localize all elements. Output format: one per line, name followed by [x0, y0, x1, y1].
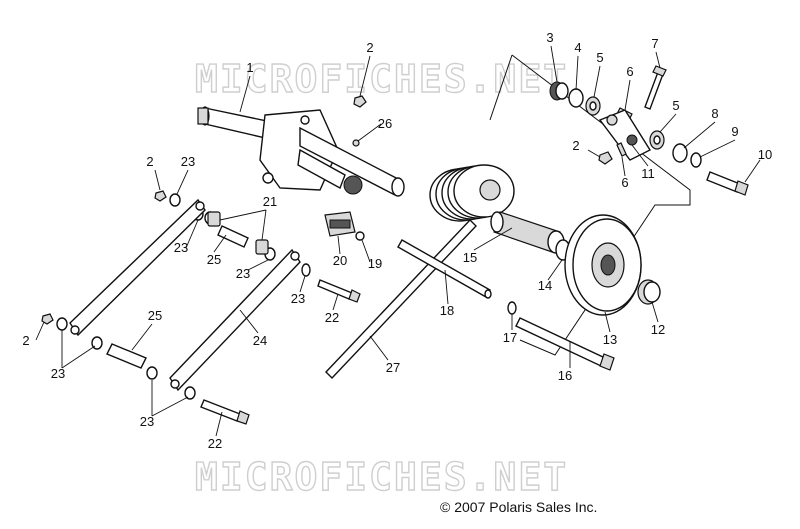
bushing-part-12	[637, 279, 661, 305]
callout-c2a: 2	[366, 40, 373, 55]
bearing-part-5-right	[649, 130, 665, 150]
callout-c8: 8	[711, 106, 718, 121]
callout-c11: 11	[641, 166, 655, 181]
callout-c7: 7	[651, 36, 658, 51]
nut-part-26	[352, 139, 360, 147]
bearing-part-5-top	[585, 96, 601, 116]
callout-c5a: 5	[596, 50, 603, 65]
watermark-bottom: MICROFICHES.NET	[195, 455, 568, 499]
spacer-part-25-upper	[217, 225, 249, 248]
axle-tube-part-1	[197, 106, 405, 197]
callout-c6b: 6	[621, 175, 628, 190]
callout-c2b: 2	[146, 154, 153, 169]
nut-part-2-right	[598, 151, 613, 165]
callout-c21: 21	[263, 194, 277, 209]
callout-c10: 10	[758, 147, 772, 162]
callout-c23f: 23	[140, 414, 154, 429]
callout-c23c: 23	[236, 266, 250, 281]
bolt-part-16	[515, 317, 615, 371]
bolt-part-7	[644, 65, 667, 110]
oring-part-19	[355, 231, 365, 241]
callout-c23e: 23	[51, 366, 65, 381]
callout-c3: 3	[546, 30, 553, 45]
block-part-20	[324, 211, 356, 237]
callout-c23d: 23	[291, 291, 305, 306]
spacer-part-25-lower	[106, 343, 147, 369]
torsion-spring	[429, 164, 515, 222]
callout-c18: 18	[440, 303, 454, 318]
spacer-tube-part-15	[490, 211, 565, 254]
washer-part-8	[672, 143, 688, 163]
callout-c12: 12	[651, 322, 665, 337]
idler-wheel-part-13	[564, 214, 642, 316]
nut-part-2-left	[154, 190, 167, 202]
bolt-part-10	[706, 171, 749, 196]
leader-lines	[35, 45, 761, 437]
assembly-bracket-line	[511, 54, 691, 356]
callout-c22a: 22	[325, 310, 339, 325]
washer-part-17	[507, 301, 517, 315]
callout-c1: 1	[246, 60, 253, 75]
callout-c9: 9	[731, 124, 738, 139]
watermark-top: MICROFICHES.NET	[195, 57, 568, 101]
callout-c24: 24	[253, 333, 267, 348]
bolt-part-22-lower	[200, 399, 250, 425]
callout-c6a: 6	[626, 64, 633, 79]
callout-c27: 27	[386, 360, 400, 375]
washer-part-9	[690, 152, 702, 168]
callout-c16: 16	[558, 368, 572, 383]
callout-c25a: 25	[207, 252, 221, 267]
callout-c25b: 25	[148, 308, 162, 323]
callout-c4: 4	[574, 40, 581, 55]
callout-c23b: 23	[174, 240, 188, 255]
spring-arm-part-27	[325, 218, 477, 380]
callout-c23a: 23	[181, 154, 195, 169]
copyright-text: © 2007 Polaris Sales Inc.	[440, 499, 597, 515]
washer-part-4	[568, 88, 584, 108]
callout-c5b: 5	[672, 98, 679, 113]
callout-c26: 26	[378, 116, 392, 131]
callout-c22b: 22	[208, 436, 222, 451]
pin-part-6-lower	[616, 142, 627, 157]
link-arm-left	[69, 198, 206, 337]
callout-c2d: 2	[572, 138, 579, 153]
callout-c17: 17	[503, 330, 517, 345]
bushing-part-3	[549, 81, 569, 101]
nut-part-2-top	[353, 95, 367, 108]
bolt-part-22-upper	[317, 279, 361, 303]
callout-c13: 13	[603, 332, 617, 347]
callout-c20: 20	[333, 253, 347, 268]
callout-c2c: 2	[22, 333, 29, 348]
link-arm-part-24	[169, 248, 301, 392]
shaft-part-18	[397, 239, 492, 299]
callout-c14: 14	[538, 278, 552, 293]
callout-c15: 15	[463, 250, 477, 265]
assembly-bracket-line-2	[489, 54, 513, 121]
callout-c19: 19	[368, 256, 382, 271]
nut-part-2-far-left	[41, 313, 54, 325]
